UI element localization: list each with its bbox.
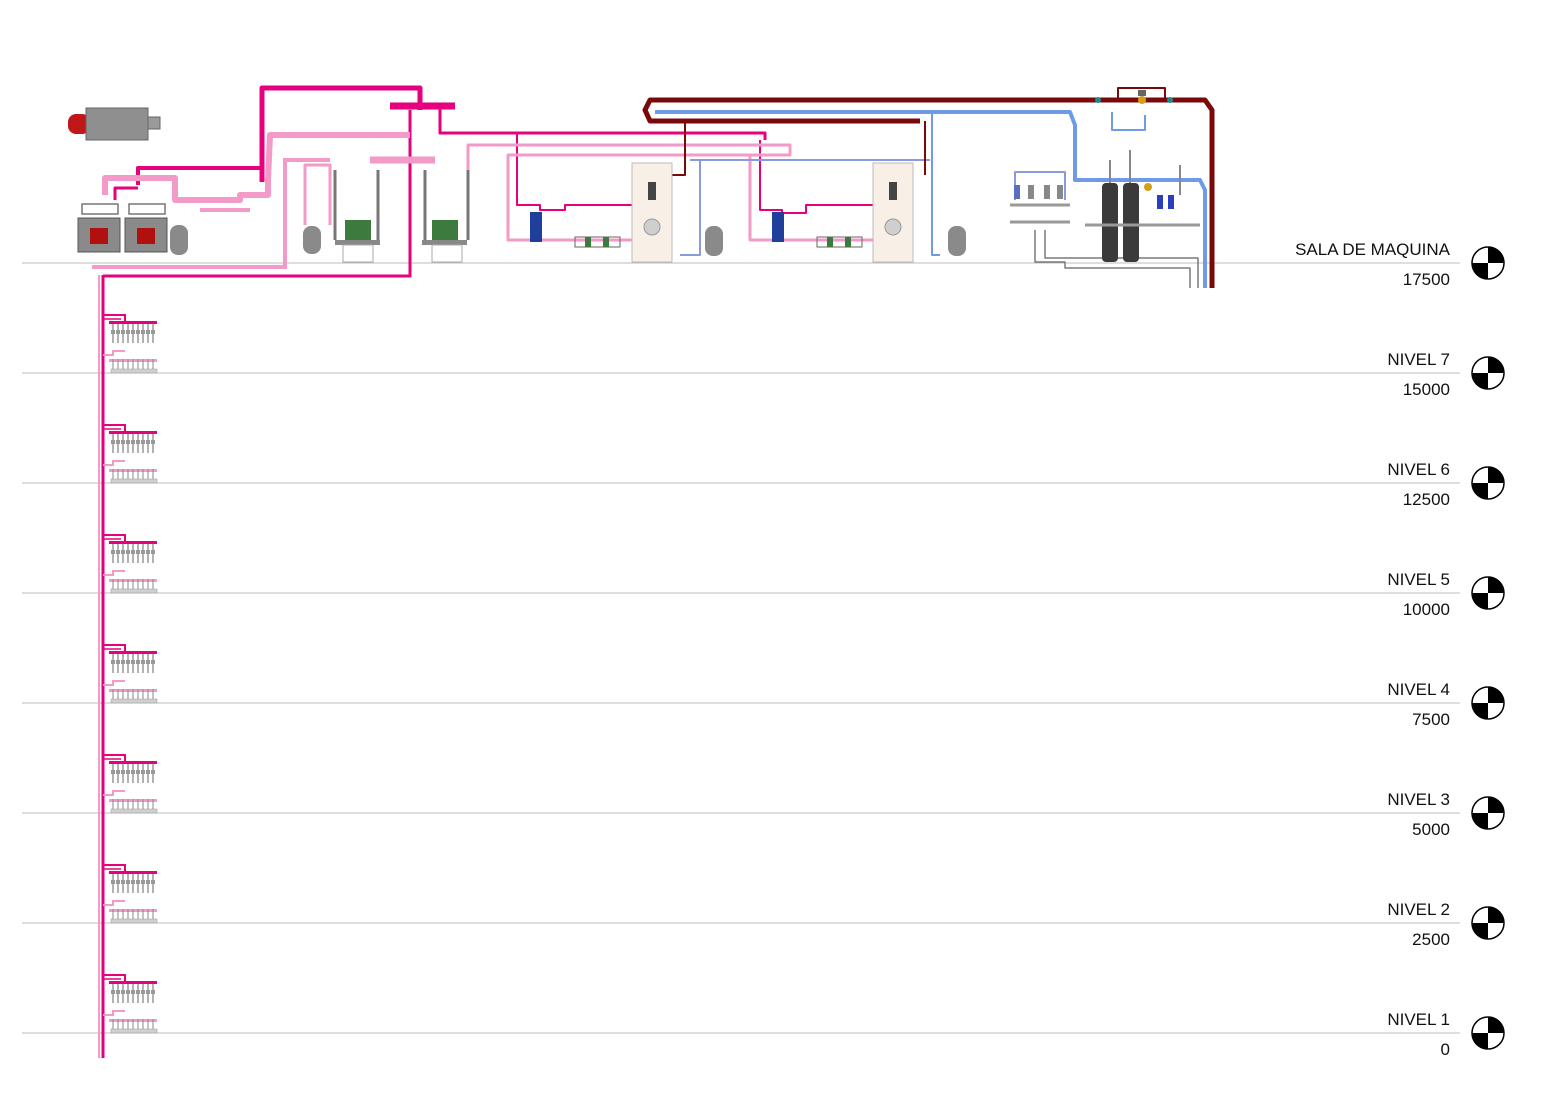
level-datum-icon <box>1471 906 1505 940</box>
floor-manifolds <box>102 314 158 1034</box>
machine-room-equipment <box>68 90 1200 263</box>
hot-supply-pipe <box>438 106 767 140</box>
boiler <box>124 203 168 253</box>
level-name: NIVEL 2 <box>1387 900 1450 919</box>
cold-water-pipe <box>1111 112 1146 131</box>
level-name: NIVEL 5 <box>1387 570 1450 589</box>
hot-supply-pipe <box>259 85 423 182</box>
expansion-vessel <box>303 226 321 254</box>
level-elevation: 15000 <box>1403 380 1450 399</box>
control-line <box>1044 230 1199 288</box>
manifold-nivel-1 <box>102 974 158 1034</box>
level-elevation: 10000 <box>1403 600 1450 619</box>
level-elevation: 2500 <box>1412 930 1450 949</box>
storage-tank <box>631 162 673 263</box>
pump-group <box>422 170 470 263</box>
pump-group <box>333 170 380 263</box>
valve-train <box>816 236 863 248</box>
level-datum-icon <box>1471 796 1505 830</box>
storage-tank <box>872 162 914 263</box>
control-line <box>1034 230 1191 288</box>
cold-water-pipe <box>680 160 701 256</box>
manifold-nivel-4 <box>102 644 158 704</box>
heat-exchanger <box>772 212 784 242</box>
heat-exchanger <box>530 212 542 242</box>
level-labels: SALA DE MAQUINA 17500 NIVEL 7 15000 NIVE… <box>1295 240 1451 1059</box>
level-datum-icon <box>1471 356 1505 390</box>
hot-return-pipe <box>466 143 792 242</box>
hot-supply-main <box>103 110 412 278</box>
level-elevation: 0 <box>1441 1040 1450 1059</box>
filter-column <box>1123 183 1139 262</box>
level-elevation: 7500 <box>1412 710 1450 729</box>
level-name: NIVEL 7 <box>1387 350 1450 369</box>
level-name: NIVEL 1 <box>1387 1010 1450 1029</box>
recirculation-pipe <box>1117 87 1166 100</box>
level-datum-icon <box>1471 686 1505 720</box>
level-markers <box>1471 246 1505 1050</box>
filter-header <box>1085 150 1200 227</box>
level-lines <box>22 262 1460 1034</box>
manifold-nivel-6 <box>102 424 158 484</box>
recirculation-pipe <box>642 97 1215 288</box>
level-datum-icon <box>1471 576 1505 610</box>
expansion-vessel <box>705 226 723 256</box>
cold-water-pipe <box>655 110 1207 288</box>
level-datum-icon <box>1471 1016 1505 1050</box>
filter-column <box>1102 183 1118 262</box>
level-name: NIVEL 4 <box>1387 680 1450 699</box>
boiler <box>77 203 121 253</box>
level-name: NIVEL 6 <box>1387 460 1450 479</box>
hot-supply-pipe <box>113 186 138 200</box>
cold-manifold <box>1010 185 1070 224</box>
recirculation-pipe <box>672 121 686 176</box>
valve-train <box>574 236 621 248</box>
hot-return-pipe <box>748 155 873 242</box>
left-risers <box>92 110 412 1058</box>
manifold-nivel-2 <box>102 864 158 924</box>
level-elevation: 12500 <box>1403 490 1450 509</box>
level-name: SALA DE MAQUINA <box>1295 240 1451 259</box>
manifold-nivel-5 <box>102 534 158 594</box>
expansion-vessel <box>948 226 966 256</box>
level-elevation: 17500 <box>1403 270 1450 289</box>
motor-unit <box>68 107 161 141</box>
hot-supply-pipe <box>516 133 632 211</box>
manifold-nivel-3 <box>102 754 158 814</box>
level-elevation: 5000 <box>1412 820 1450 839</box>
machine-room-piping <box>102 85 1215 288</box>
mixing-valve <box>1095 90 1173 104</box>
cold-water-pipe <box>931 112 940 256</box>
hot-return-main <box>92 158 330 269</box>
hot-return-pipe <box>303 163 332 225</box>
level-datum-icon <box>1471 246 1505 280</box>
expansion-vessel <box>170 225 188 255</box>
level-name: NIVEL 3 <box>1387 790 1450 809</box>
hot-supply-pipe <box>759 140 873 214</box>
level-datum-icon <box>1471 466 1505 500</box>
manifold-nivel-7 <box>102 314 158 374</box>
hot-return-pipe <box>102 132 410 203</box>
